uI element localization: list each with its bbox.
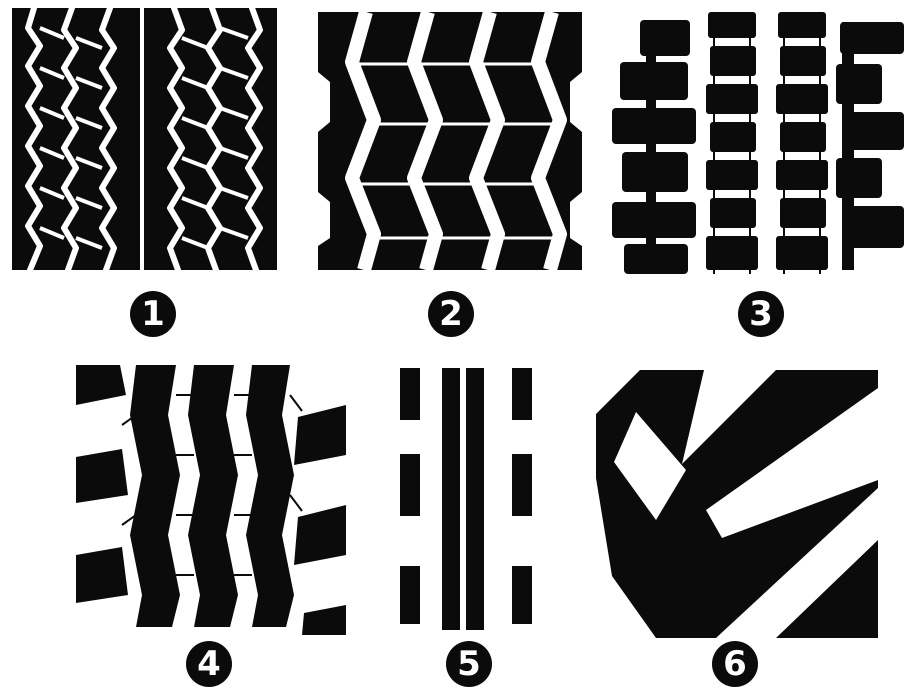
tread-pattern-4-graphic xyxy=(76,365,346,635)
tread-pattern-3-graphic xyxy=(610,12,910,274)
tread-pattern-1-graphic xyxy=(12,8,277,270)
tread-pattern-4 xyxy=(76,365,346,635)
pattern-number-4: 4 xyxy=(186,641,232,687)
tread-pattern-2-graphic xyxy=(318,12,582,270)
pattern-number-3: 3 xyxy=(738,291,784,337)
tread-pattern-1 xyxy=(12,8,277,270)
tread-pattern-6 xyxy=(596,370,878,638)
tread-pattern-5 xyxy=(400,368,540,630)
tread-pattern-2 xyxy=(318,12,582,270)
pattern-number-5: 5 xyxy=(446,641,492,687)
pattern-number-2: 2 xyxy=(428,291,474,337)
pattern-number-1: 1 xyxy=(130,291,176,337)
pattern-number-6: 6 xyxy=(712,641,758,687)
tread-pattern-5-graphic xyxy=(400,368,540,630)
tread-pattern-3 xyxy=(610,12,910,274)
tread-pattern-6-graphic xyxy=(596,370,878,638)
